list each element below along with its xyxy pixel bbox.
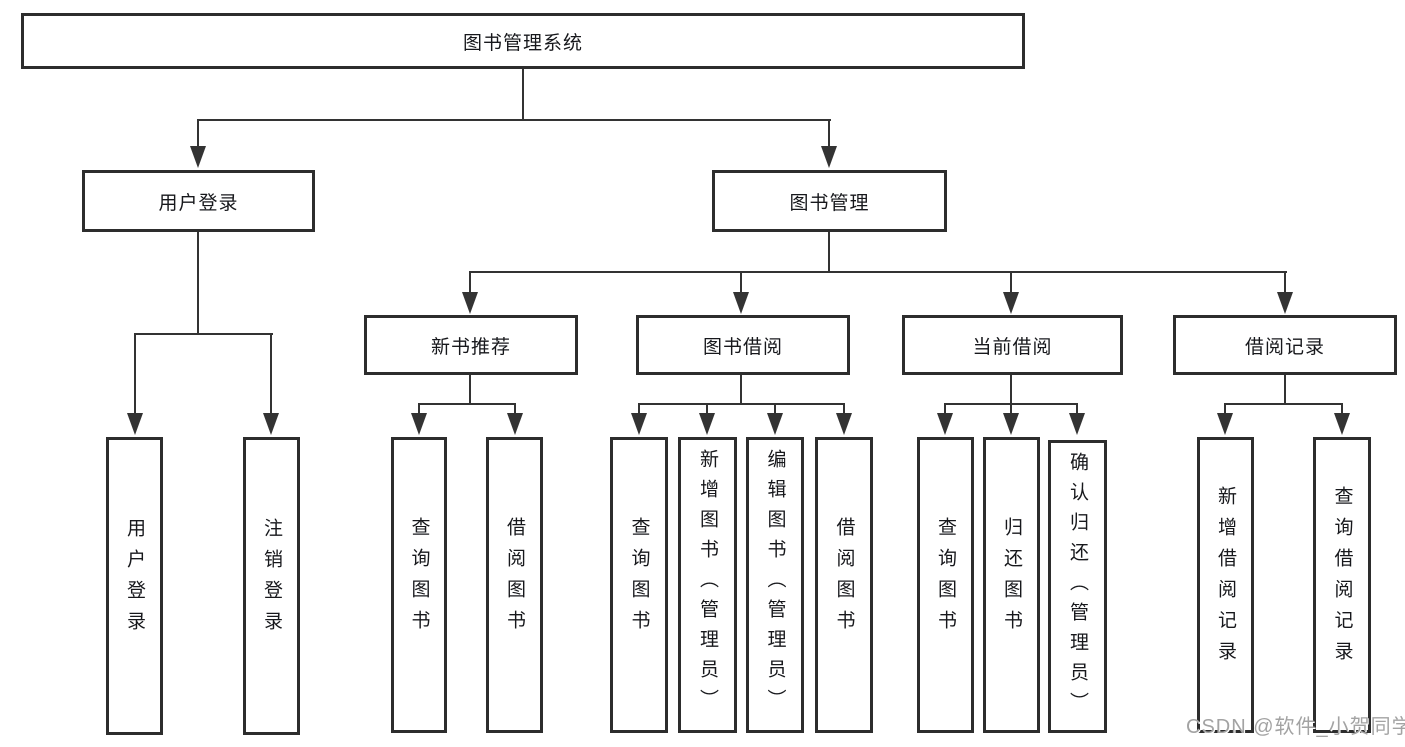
connector-line [270, 333, 272, 417]
connector-line [944, 403, 946, 417]
connector-line [774, 403, 776, 417]
connector-line [134, 333, 136, 417]
arrowhead-icon [699, 413, 715, 435]
connector-line [1224, 403, 1343, 405]
leaf-query-borrow-record: 查询借阅记录 [1313, 437, 1371, 733]
leaf-user-login: 用户登录 [106, 437, 163, 735]
connector-line [1341, 403, 1343, 417]
leaf-add-borrow-record: 新增借阅记录 [1197, 437, 1254, 733]
connector-line [1284, 375, 1286, 405]
arrowhead-icon [1334, 413, 1350, 435]
node-book-borrow: 图书借阅 [636, 315, 850, 375]
leaf-logout: 注销登录 [243, 437, 300, 735]
connector-line [843, 403, 845, 417]
node-user-login: 用户登录 [82, 170, 315, 232]
arrowhead-icon [1277, 292, 1293, 314]
leaf-borrow-books-recommend: 借阅图书 [486, 437, 543, 733]
arrowhead-icon [1217, 413, 1233, 435]
connector-line [828, 232, 830, 273]
connector-line [134, 333, 273, 335]
connector-line [418, 403, 516, 405]
connector-line [1224, 403, 1226, 417]
node-current-borrow: 当前借阅 [902, 315, 1123, 375]
connector-line [514, 403, 516, 417]
connector-line [1076, 403, 1078, 417]
arrowhead-icon [1069, 413, 1085, 435]
connector-line [197, 119, 199, 150]
csdn-watermark: CSDN @软件_小贺同学 [1186, 716, 1405, 738]
leaf-borrow-books: 借阅图书 [815, 437, 873, 733]
arrowhead-icon [1003, 292, 1019, 314]
connector-line [469, 271, 1287, 273]
node-borrow-records: 借阅记录 [1173, 315, 1397, 375]
connector-line [197, 119, 831, 121]
leaf-query-books-current: 查询图书 [917, 437, 974, 733]
connector-line [1010, 271, 1012, 295]
arrowhead-icon [821, 146, 837, 168]
arrowhead-icon [1003, 413, 1019, 435]
arrowhead-icon [127, 413, 143, 435]
arrowhead-icon [767, 413, 783, 435]
connector-line [469, 375, 471, 405]
arrowhead-icon [411, 413, 427, 435]
connector-line [740, 271, 742, 295]
arrowhead-icon [507, 413, 523, 435]
node-book-management: 图书管理 [712, 170, 947, 232]
arrowhead-icon [937, 413, 953, 435]
connector-line [1010, 403, 1012, 417]
connector-line [638, 403, 845, 405]
arrowhead-icon [733, 292, 749, 314]
connector-line [740, 375, 742, 405]
arrowhead-icon [263, 413, 279, 435]
connector-line [522, 69, 524, 121]
connector-line [197, 232, 199, 335]
connector-line [706, 403, 708, 417]
node-new-book-recommend: 新书推荐 [364, 315, 578, 375]
arrowhead-icon [190, 146, 206, 168]
connector-line [469, 271, 471, 295]
arrowhead-icon [462, 292, 478, 314]
leaf-edit-books-admin: 编辑图书（管理员） [746, 437, 804, 733]
leaf-confirm-return-admin: 确认归还（管理员） [1048, 440, 1107, 733]
leaf-query-books-borrow: 查询图书 [610, 437, 668, 733]
leaf-return-books: 归还图书 [983, 437, 1040, 733]
arrowhead-icon [631, 413, 647, 435]
connector-line [638, 403, 640, 417]
leaf-query-books-recommend: 查询图书 [391, 437, 447, 733]
arrowhead-icon [836, 413, 852, 435]
connector-line [418, 403, 420, 417]
connector-line [828, 119, 830, 150]
connector-line [1284, 271, 1286, 295]
connector-line [1010, 375, 1012, 405]
node-root: 图书管理系统 [21, 13, 1025, 69]
leaf-add-books-admin: 新增图书（管理员） [678, 437, 737, 733]
